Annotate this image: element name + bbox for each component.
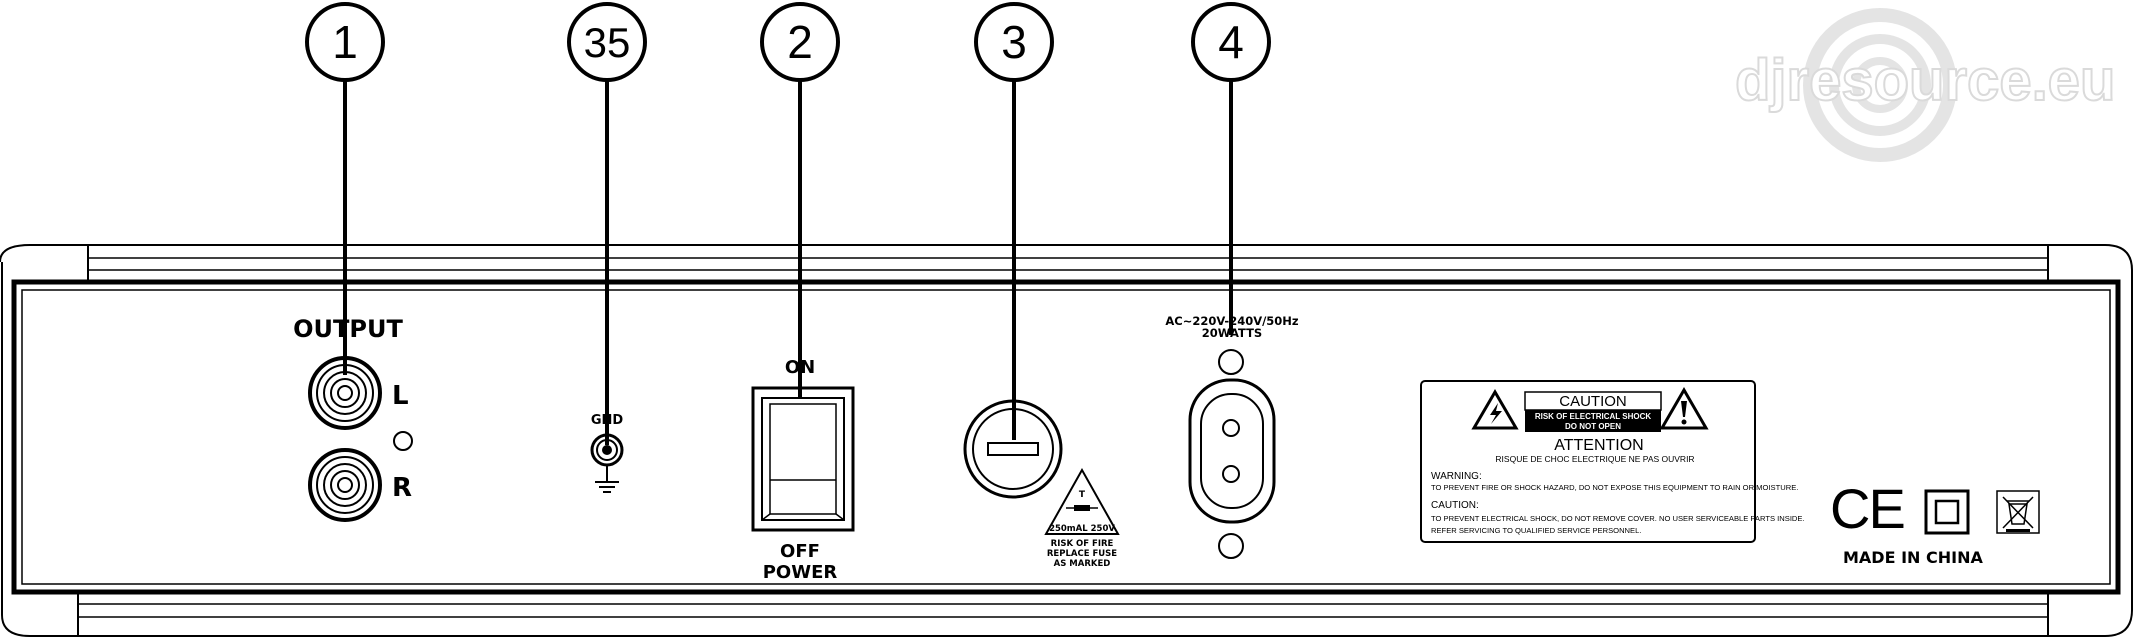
- fuse-warn-line2: REPLACE FUSE: [1047, 549, 1117, 559]
- fuse-warn-line1: RISK OF FIRE: [1051, 539, 1114, 549]
- callout-35: 35: [567, 2, 647, 445]
- power-on-label: ON: [785, 357, 815, 378]
- rca-jack-left: [308, 356, 382, 430]
- output-right-label: R: [392, 473, 412, 503]
- watermark-text: djresource.eu: [1735, 48, 2115, 113]
- gnd-terminal: GND: [590, 413, 624, 493]
- risque-text: RISQUE DE CHOC ELECTRIQUE NE PAS OUVRIR: [1495, 454, 1694, 464]
- output-left-label: L: [392, 381, 409, 411]
- output-section: OUTPUT L R: [293, 315, 413, 522]
- callout-2-number: 2: [787, 16, 813, 68]
- lightning-triangle-icon: [1471, 389, 1519, 430]
- caution-shock-line1: RISK OF ELECTRICAL SHOCK: [1535, 412, 1652, 421]
- caution-text-line1: TO PREVENT ELECTRICAL SHOCK, DO NOT REMO…: [1431, 514, 1805, 523]
- chassis: [0, 244, 2133, 637]
- fuse-holder: T 250mAL 250V RISK OF FIRE REPLACE FUSE …: [963, 399, 1120, 569]
- fuse-type: T: [1079, 490, 1086, 500]
- attention-heading: ATTENTION: [1554, 437, 1643, 454]
- ac-rating-line2: 20WATTS: [1202, 326, 1262, 340]
- ac-inlet: AC~220V-240V/50Hz 20WATTS: [1165, 314, 1299, 559]
- warning-text: TO PREVENT FIRE OR SHOCK HAZARD, DO NOT …: [1431, 483, 1798, 492]
- made-in-label: MADE IN CHINA: [1843, 548, 1983, 567]
- warning-title: WARNING:: [1431, 471, 1482, 482]
- callout-4-number: 4: [1218, 16, 1244, 68]
- ac-rating-line1: AC~220V-240V/50Hz: [1165, 314, 1299, 328]
- compliance-marks: CE MADE IN CHINA: [1830, 477, 2040, 567]
- callout-3-number: 3: [1001, 16, 1027, 68]
- gnd-label: GND: [591, 413, 624, 428]
- power-switch: ON OFF POWER: [751, 357, 855, 583]
- fuse-rating: 250mAL 250V: [1049, 524, 1115, 534]
- power-off-label: OFF: [780, 541, 820, 562]
- callout-1: 1: [305, 2, 385, 375]
- callout-3: 3: [974, 2, 1054, 440]
- caution-label: CAUTION RISK OF ELECTRICAL SHOCK DO NOT …: [1420, 380, 1805, 543]
- caution-text-line2: REFER SERVICING TO QUALIFIED SERVICE PER…: [1431, 526, 1641, 535]
- output-title: OUTPUT: [293, 315, 403, 343]
- double-insulation-icon: [1924, 489, 1970, 535]
- callout-35-number: 35: [584, 19, 631, 66]
- fuse-warn-line3: AS MARKED: [1054, 559, 1111, 569]
- ground-symbol-icon: [595, 466, 619, 493]
- callout-4: 4: [1191, 2, 1271, 335]
- caution-title: CAUTION:: [1431, 500, 1479, 511]
- fuse-warning-triangle: T 250mAL 250V: [1044, 467, 1120, 535]
- weee-bin-icon: [1996, 490, 2040, 534]
- exclamation-triangle-icon: [1659, 387, 1709, 430]
- led-indicator: [393, 431, 413, 451]
- caution-shock-line2: DO NOT OPEN: [1565, 422, 1621, 431]
- inlet-screw-bottom: [1218, 533, 1244, 559]
- callout-1-number: 1: [332, 16, 358, 68]
- inlet-screw-top: [1218, 349, 1244, 375]
- rca-jack-right: [308, 448, 382, 522]
- power-label: POWER: [763, 562, 838, 583]
- ce-mark-icon: CE: [1830, 477, 1904, 540]
- callout-2: 2: [760, 2, 840, 398]
- watermark-logo: djresource.eu: [1734, 8, 2116, 162]
- caution-heading: CAUTION: [1559, 393, 1627, 410]
